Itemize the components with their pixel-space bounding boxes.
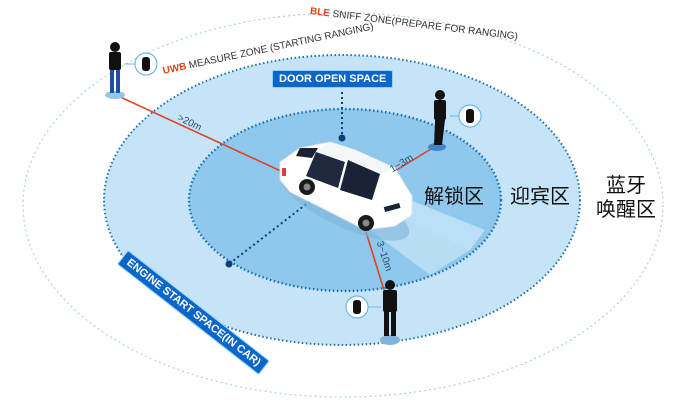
car-icon — [279, 141, 413, 241]
engine-start-connector — [228, 194, 319, 265]
range-line-mid — [365, 231, 385, 291]
ble-zone-cn-label-line2: 唤醒区 — [596, 197, 656, 221]
uwb-zone-cn-label: 迎宾区 — [510, 184, 570, 208]
engine-start-dot — [225, 260, 233, 268]
person-mid-icon — [345, 280, 400, 345]
ble-prefix: BLE — [309, 6, 331, 20]
range-line-far — [117, 95, 284, 173]
door-open-space-badge: DOOR OPEN SPACE — [272, 70, 394, 88]
person-far-icon — [105, 42, 158, 99]
ble-zone-cn-label-line1: 蓝牙 — [606, 173, 646, 197]
headlight-beam — [395, 200, 485, 250]
unlock-zone-cn-label: 解锁区 — [424, 184, 484, 208]
person-near-icon — [428, 90, 482, 151]
door-open-dot — [338, 134, 346, 142]
